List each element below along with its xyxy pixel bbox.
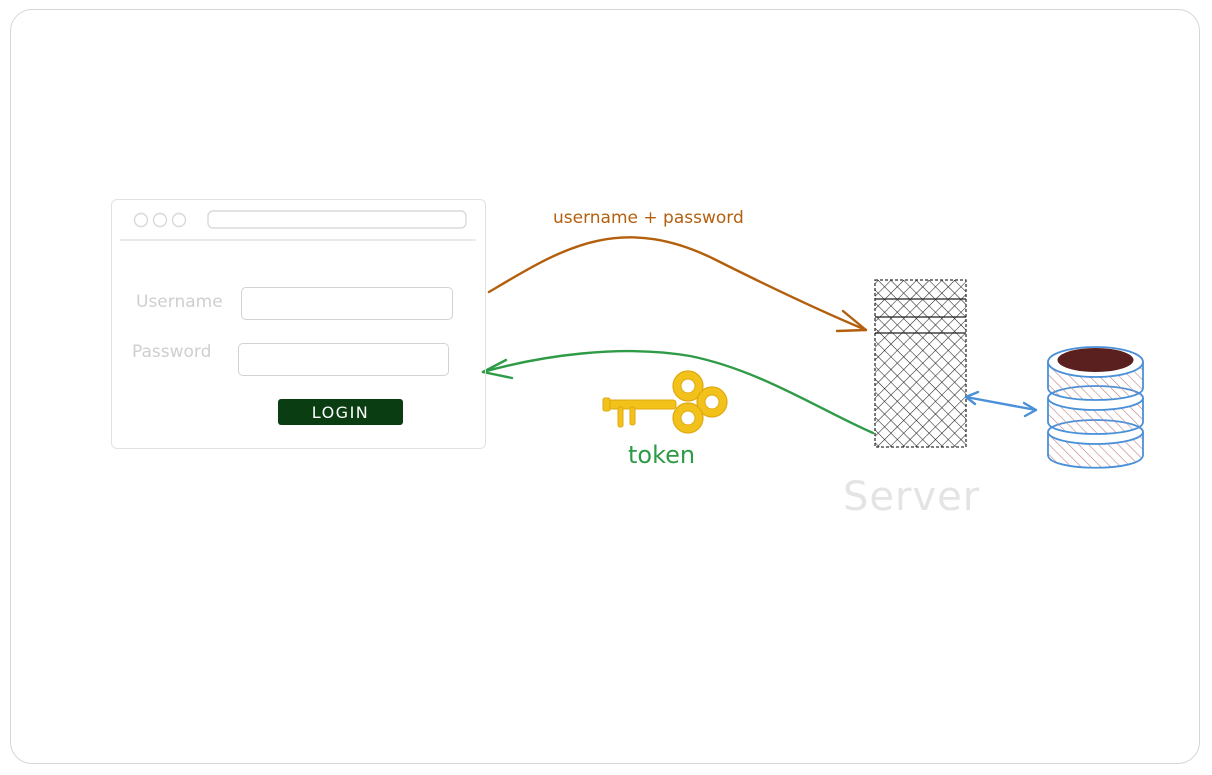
canvas-frame xyxy=(10,9,1200,764)
key-icon xyxy=(602,370,728,434)
database-icon xyxy=(1047,346,1144,469)
window-dot-icon xyxy=(171,212,187,228)
server-label: Server xyxy=(843,474,981,520)
username-input[interactable] xyxy=(241,287,453,320)
db-link-arrow xyxy=(964,390,1038,418)
browser-window xyxy=(111,199,486,449)
password-input[interactable] xyxy=(238,343,449,376)
request-arrow xyxy=(487,236,868,333)
password-label: Password xyxy=(132,342,212,362)
window-dot-icon xyxy=(152,212,168,228)
address-bar xyxy=(207,210,467,229)
window-dot-icon xyxy=(133,212,149,228)
server-icon xyxy=(874,279,967,448)
request-arrow-label: username + password xyxy=(553,208,744,228)
username-label: Username xyxy=(136,292,223,312)
browser-window-chrome xyxy=(120,210,476,241)
response-arrow xyxy=(481,349,875,435)
login-button[interactable]: LOGIN xyxy=(278,399,403,425)
token-label: token xyxy=(628,441,696,469)
